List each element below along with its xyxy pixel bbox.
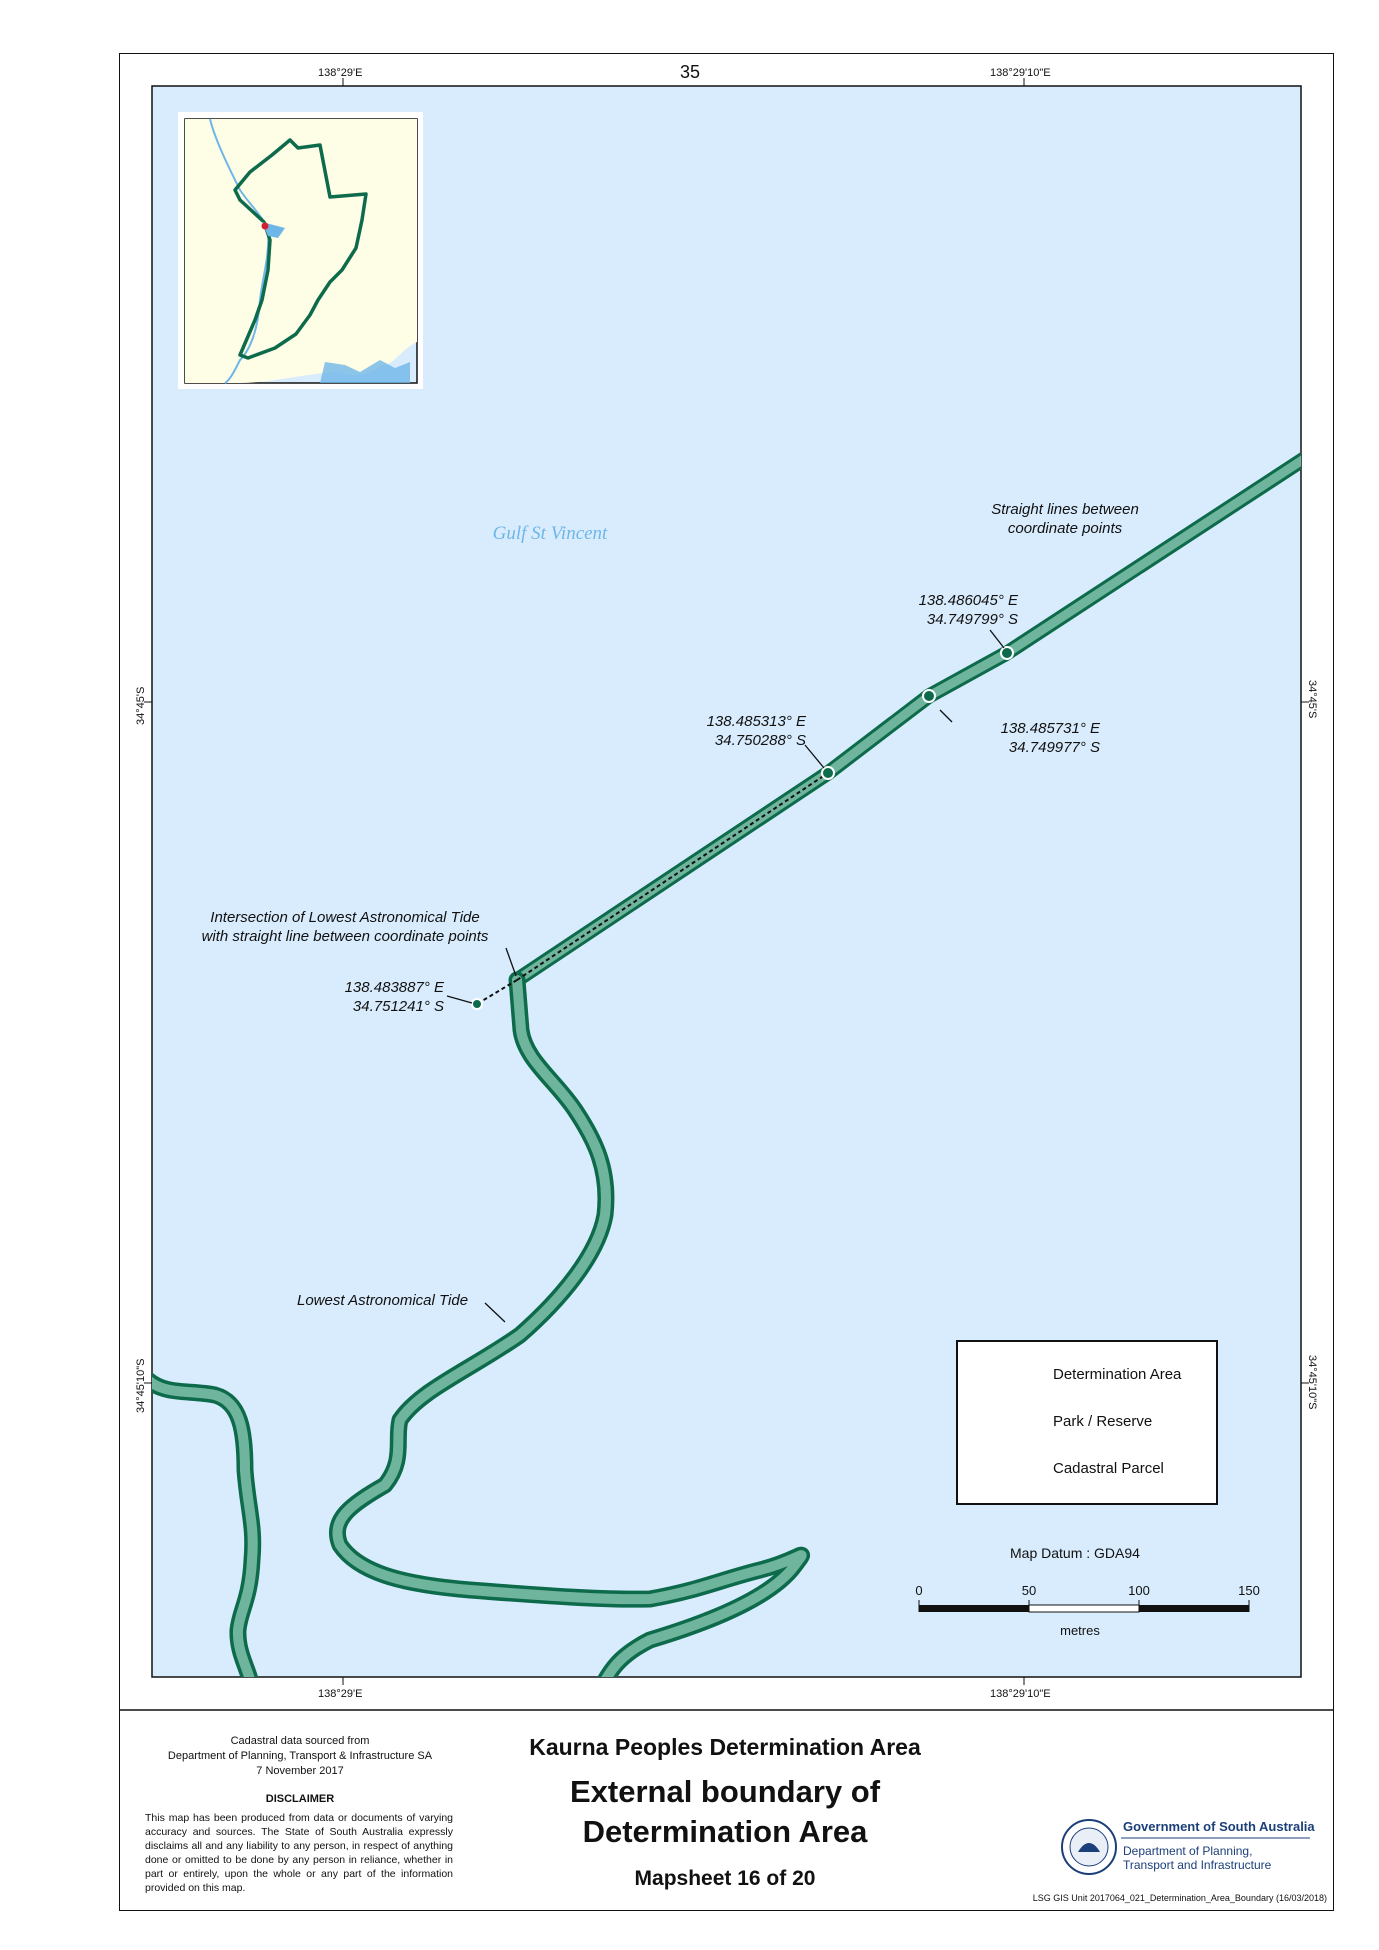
mapsheet-number: Mapsheet 16 of 20 <box>634 1867 816 1890</box>
legend-item-determination-area: Determination Area <box>978 1360 1208 1390</box>
graticule-left-upper: 34°45'S <box>135 686 147 725</box>
point-marker-4[interactable] <box>471 998 483 1010</box>
map-title: External boundary of Determination Area <box>569 1774 881 1849</box>
lowest-astronomical-tide-boundary <box>152 971 811 1677</box>
data-source: Cadastral data sourced from Department o… <box>167 1735 433 1777</box>
inset-boundary <box>233 138 368 360</box>
government-name: Government of South Australia <box>1123 1819 1315 1834</box>
scale-tick-0: 0 <box>915 1583 923 1598</box>
map-subtitle: Kaurna Peoples Determination Area <box>529 1734 921 1760</box>
graticule-right-upper: 34°45'S <box>1306 680 1318 719</box>
scale-tick-50: 50 <box>1021 1583 1037 1598</box>
graticule-bottom-right: 138°29'10"E <box>990 1688 1051 1700</box>
point-marker-2[interactable] <box>922 689 936 703</box>
coordinate-label-3: 138.485313° E 34.750288° S <box>706 713 806 749</box>
disclaimer-text: This map has been produced from data or … <box>145 1812 453 1894</box>
scale-bar <box>918 1600 1250 1613</box>
government-crest-icon <box>1061 1819 1310 1875</box>
legend: Determination Area Park / Reserve Cadast… <box>956 1340 1218 1505</box>
inset-map <box>178 112 423 389</box>
coordinate-label-4: 138.483887° E 34.751241° S <box>344 979 444 1015</box>
point-marker-1[interactable] <box>1000 646 1014 660</box>
graticule-bottom-left: 138°29'E <box>318 1688 363 1700</box>
legend-label: Park / Reserve <box>1053 1413 1153 1430</box>
page-number: 35 <box>679 62 701 82</box>
point-marker-3[interactable] <box>821 766 835 780</box>
coordinate-label-2: 138.485731° E 34.749977° S <box>1000 720 1100 756</box>
coordinate-points <box>471 646 1014 1010</box>
government-department: Department of Planning, Transport and In… <box>1123 1844 1272 1872</box>
straight-lines-label: Straight lines between coordinate points <box>991 501 1139 537</box>
legend-label: Cadastral Parcel <box>1053 1460 1164 1477</box>
scale-tick-150: 150 <box>1238 1583 1260 1598</box>
inset-location-marker <box>261 222 269 230</box>
scale-tick-100: 100 <box>1128 1583 1150 1598</box>
water-body-label: Gulf St Vincent <box>492 523 608 544</box>
graticule-left-lower: 34°45'10"S <box>135 1358 147 1413</box>
graticule-right-lower: 34°45'10"S <box>1306 1355 1318 1410</box>
inset-land <box>185 119 417 383</box>
inset-southern-water <box>320 360 410 383</box>
intersection-label: Intersection of Lowest Astronomical Tide… <box>201 909 489 945</box>
gis-reference: LSG GIS Unit 2017064_021_Determination_A… <box>1032 1893 1327 1903</box>
legend-item-park-reserve: Park / Reserve <box>978 1407 1208 1437</box>
leader-lines <box>446 629 1005 1323</box>
legend-label: Determination Area <box>1053 1366 1182 1383</box>
inset-coast <box>209 118 270 384</box>
map-sheet <box>119 53 1334 1911</box>
map-datum: Map Datum : GDA94 <box>1010 1545 1140 1561</box>
legend-item-cadastral-parcel: Cadastral Parcel <box>978 1454 1208 1484</box>
graticule-ticks <box>144 78 1309 1685</box>
dashed-connector <box>476 772 829 1005</box>
graticule-top-right: 138°29'10"E <box>990 67 1051 79</box>
graticule-top-left: 138°29'E <box>318 67 363 79</box>
lowest-tide-label: Lowest Astronomical Tide <box>297 1292 469 1309</box>
scale-unit: metres <box>1060 1623 1100 1638</box>
disclaimer-title: DISCLAIMER <box>265 1793 335 1805</box>
coordinate-label-1: 138.486045° E 34.749799° S <box>918 592 1018 628</box>
